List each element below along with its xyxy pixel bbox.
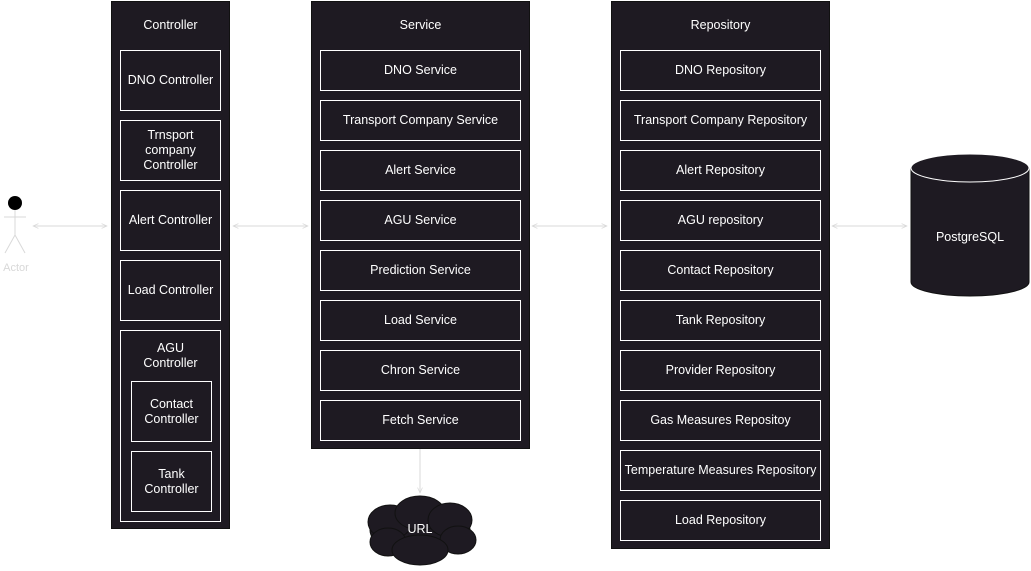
agu-service[interactable]: AGU Service bbox=[320, 200, 521, 241]
chron-service[interactable]: Chron Service bbox=[320, 350, 521, 391]
repository-panel: Repository DNO Repository Transport Comp… bbox=[611, 1, 830, 549]
tank-controller[interactable]: Tank Controller bbox=[131, 451, 212, 512]
dno-controller[interactable]: DNO Controller bbox=[120, 50, 221, 111]
alert-controller[interactable]: Alert Controller bbox=[120, 190, 221, 251]
temperature-measures-repository[interactable]: Temperature Measures Repository bbox=[620, 450, 821, 491]
transport-company-repository[interactable]: Transport Company Repository bbox=[620, 100, 821, 141]
load-service[interactable]: Load Service bbox=[320, 300, 521, 341]
agu-repository[interactable]: AGU repository bbox=[620, 200, 821, 241]
database-label: PostgreSQL bbox=[935, 230, 1005, 244]
service-panel: Service DNO Service Transport Company Se… bbox=[311, 1, 530, 449]
dno-repository[interactable]: DNO Repository bbox=[620, 50, 821, 91]
actor-label: Actor bbox=[3, 262, 29, 274]
dno-service[interactable]: DNO Service bbox=[320, 50, 521, 91]
prediction-service[interactable]: Prediction Service bbox=[320, 250, 521, 291]
load-repository[interactable]: Load Repository bbox=[620, 500, 821, 541]
contact-repository[interactable]: Contact Repository bbox=[620, 250, 821, 291]
url-label: URL bbox=[407, 522, 433, 536]
provider-repository[interactable]: Provider Repository bbox=[620, 350, 821, 391]
actor-icon bbox=[4, 196, 26, 254]
repository-title: Repository bbox=[690, 18, 751, 32]
controller-title: Controller bbox=[143, 18, 198, 32]
controller-panel: Controller DNO Controller Trnsport compa… bbox=[111, 1, 230, 529]
gas-measures-repository[interactable]: Gas Measures Repositoy bbox=[620, 400, 821, 441]
alert-service[interactable]: Alert Service bbox=[320, 150, 521, 191]
load-controller[interactable]: Load Controller bbox=[120, 260, 221, 321]
agu-controller-label: AGU Controller bbox=[143, 341, 198, 370]
service-title: Service bbox=[399, 18, 442, 32]
alert-repository[interactable]: Alert Repository bbox=[620, 150, 821, 191]
agu-controller[interactable]: AGU Controller Contact Controller Tank C… bbox=[120, 330, 221, 522]
fetch-service[interactable]: Fetch Service bbox=[320, 400, 521, 441]
transport-company-controller[interactable]: Trnsport company Controller bbox=[120, 120, 221, 181]
cloud-icon bbox=[367, 495, 477, 566]
database-icon bbox=[910, 153, 1030, 297]
tank-repository[interactable]: Tank Repository bbox=[620, 300, 821, 341]
contact-controller[interactable]: Contact Controller bbox=[131, 381, 212, 442]
transport-company-service[interactable]: Transport Company Service bbox=[320, 100, 521, 141]
